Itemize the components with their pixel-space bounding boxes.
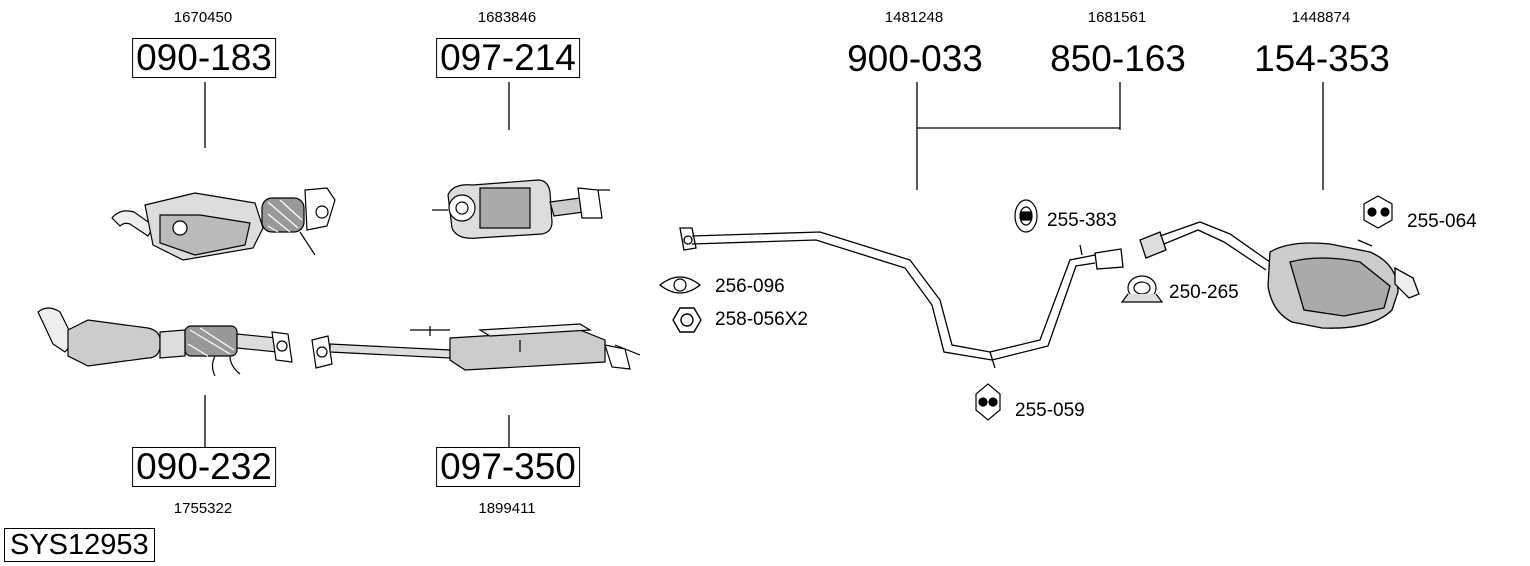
oem-ref-1670450: 1670450 <box>173 9 233 26</box>
accessory-label-255-383[interactable]: 255-383 <box>1047 210 1117 231</box>
mounting-rubber-064-icon <box>1363 195 1393 229</box>
part-number-090-183[interactable]: 090-183 <box>132 38 276 78</box>
accessory-label-255-064[interactable]: 255-064 <box>1407 211 1477 232</box>
oem-ref-1899411: 1899411 <box>478 500 536 517</box>
part-number-097-350[interactable]: 097-350 <box>436 447 580 487</box>
rear-silencer-icon <box>1139 221 1420 329</box>
mounting-rubber-383-icon <box>1014 199 1038 233</box>
mounting-rubber-059-icon <box>975 383 1001 421</box>
intermediate-pipe-icon <box>679 227 1124 369</box>
oem-ref-1683846: 1683846 <box>477 9 537 26</box>
clamp-icon <box>1120 275 1164 303</box>
accessory-label-255-059[interactable]: 255-059 <box>1015 400 1085 421</box>
oem-ref-1448874: 1448874 <box>1291 9 1351 26</box>
part-number-850-163[interactable]: 850-163 <box>1050 38 1186 79</box>
part-number-090-232[interactable]: 090-232 <box>132 447 276 487</box>
accessory-label-256-096[interactable]: 256-096 <box>715 276 785 297</box>
front-pipe-cat-icon <box>37 307 293 377</box>
accessory-label-258-056x2[interactable]: 258-056X2 <box>715 309 808 330</box>
middle-pipe-icon <box>311 323 641 371</box>
system-id-label: SYS12953 <box>4 528 155 562</box>
accessory-label-250-265[interactable]: 250-265 <box>1169 282 1239 303</box>
part-number-154-353[interactable]: 154-353 <box>1254 38 1390 79</box>
part-number-900-033[interactable]: 900-033 <box>847 38 983 79</box>
part-number-097-214[interactable]: 097-214 <box>436 38 580 78</box>
catalytic-converter-icon <box>111 187 336 261</box>
particulate-filter-icon <box>432 179 610 239</box>
oem-ref-1481248: 1481248 <box>884 9 944 26</box>
gasket-icon <box>659 276 701 294</box>
oem-ref-1681561: 1681561 <box>1087 9 1147 26</box>
nut-icon <box>672 307 702 333</box>
oem-ref-1755322: 1755322 <box>173 500 233 517</box>
